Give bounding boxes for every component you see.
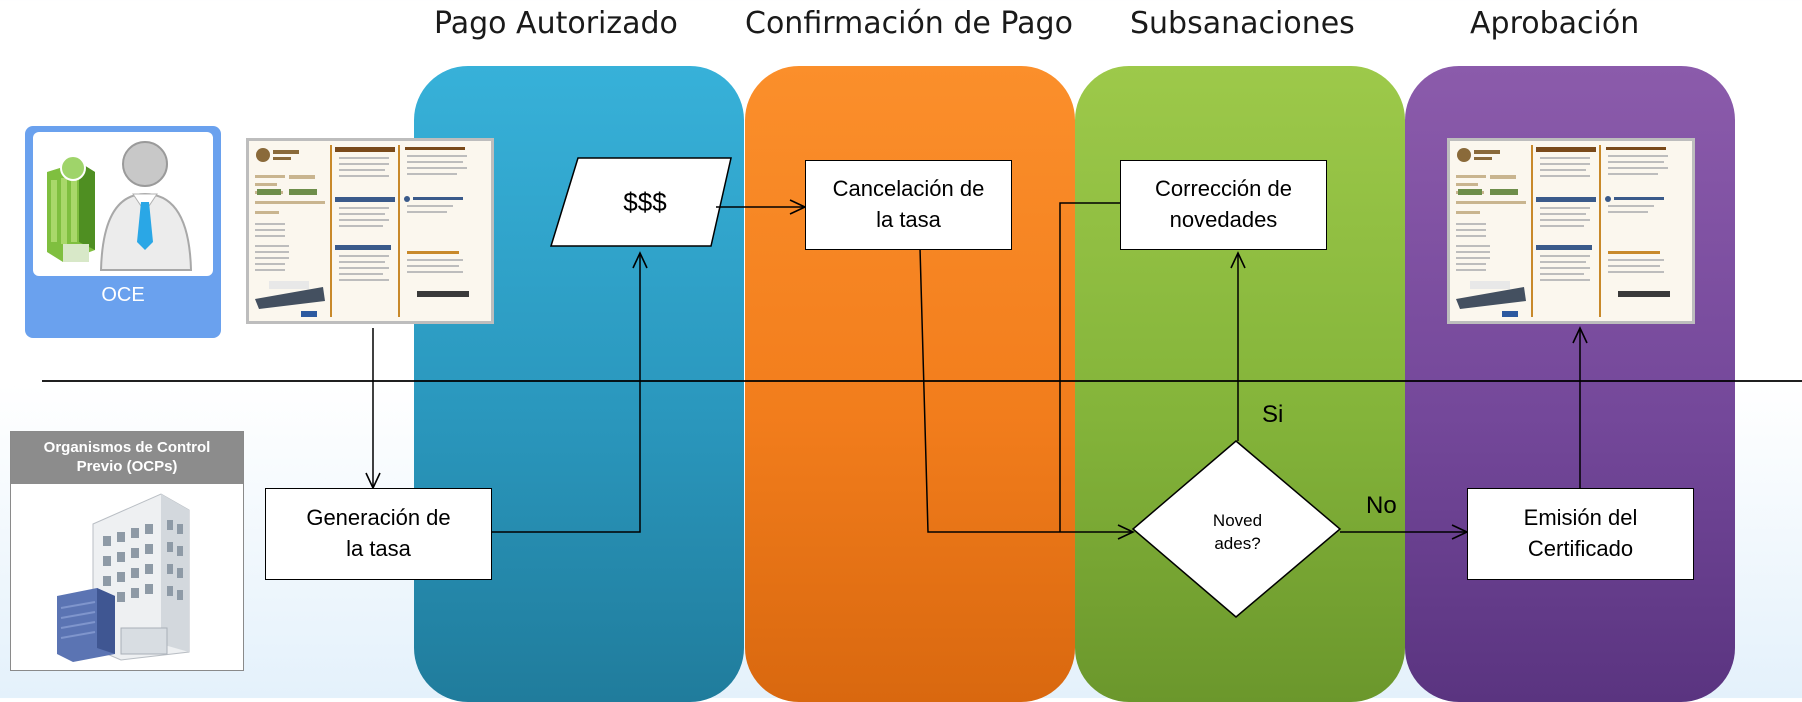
payment-node: $$$ bbox=[623, 186, 667, 217]
web-portal-screenshot-thumbnail bbox=[1447, 138, 1695, 324]
connector-generacion-to-pago bbox=[489, 251, 648, 533]
phase-title-confirmacion-de-pago: Confirmación de Pago bbox=[745, 6, 1073, 41]
connector-correccion-to-decision bbox=[1059, 202, 1120, 532]
emision-certificado-node: Emisión del Certificado bbox=[1467, 488, 1694, 580]
no-label: No bbox=[1366, 492, 1397, 519]
correccion-novedades-node: Corrección de novedades bbox=[1120, 160, 1327, 250]
phase-title-aprobacion: Aprobación bbox=[1470, 6, 1640, 41]
generacion-tasa-node: Generación de la tasa bbox=[265, 488, 492, 580]
ocp-actor-panel: Organismos de Control Previo (OCPs) bbox=[10, 431, 244, 671]
government-building-icon bbox=[57, 493, 190, 662]
yes-label: Si bbox=[1262, 401, 1283, 428]
oce-label: OCE bbox=[101, 284, 145, 306]
payment-parallelogram-shape bbox=[549, 157, 732, 247]
ocp-label: Organismos de Control Previo (OCPs) bbox=[11, 432, 243, 484]
phase-title-subsanaciones: Subsanaciones bbox=[1130, 6, 1355, 41]
cancelacion-tasa-node: Cancelación de la tasa bbox=[805, 160, 1012, 250]
oce-actor-card: OCE bbox=[25, 126, 221, 338]
decision-diamond-shape bbox=[1131, 440, 1342, 618]
connector-cancelacion-to-decision bbox=[919, 247, 1135, 540]
phase-title-pago-autorizado: Pago Autorizado bbox=[434, 6, 678, 41]
oce-icon bbox=[33, 132, 213, 276]
novedades-decision-node: Noved ades? bbox=[1212, 511, 1263, 553]
web-portal-screenshot-thumbnail bbox=[246, 138, 494, 324]
